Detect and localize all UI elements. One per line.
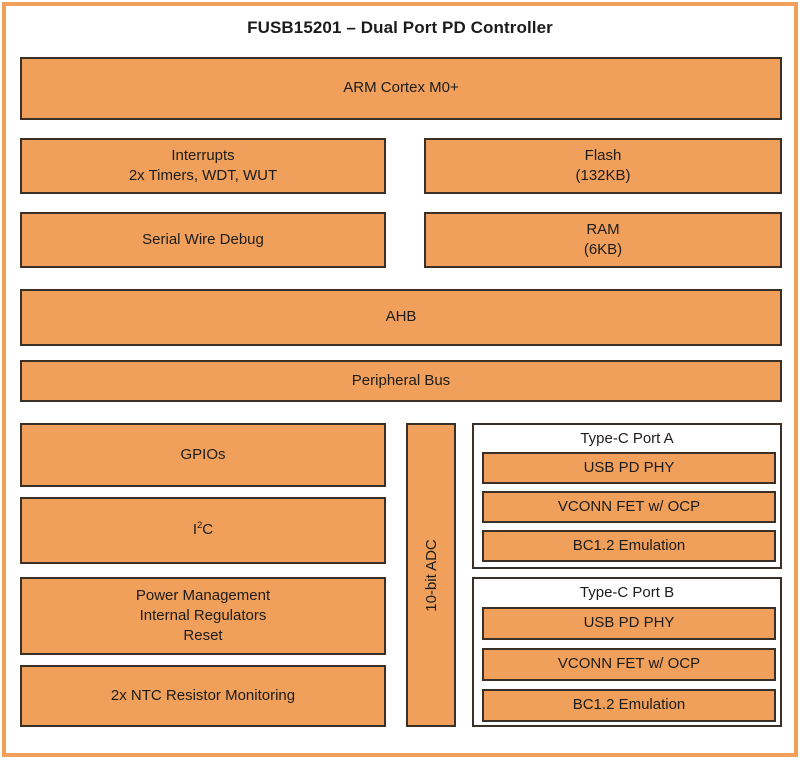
block-peripheral-bus: Peripheral Bus — [20, 360, 782, 402]
block-port-b-usb-pd-phy: USB PD PHY — [482, 607, 776, 640]
panel-type-c-port-b-title: Type-C Port B — [579, 584, 675, 601]
block-flash-line2: (132KB) — [575, 167, 631, 184]
block-port-b-bc12-emulation: BC1.2 Emulation — [482, 689, 776, 722]
block-ahb-bus: AHB — [20, 289, 782, 346]
block-arm-cortex-m0-label: ARM Cortex M0+ — [343, 79, 459, 97]
block-port-a-vconn-fet: VCONN FET w/ OCP — [482, 491, 776, 523]
block-power-management-line2: Internal Regulators — [139, 606, 267, 624]
block-power-management-line1: Power Management — [135, 586, 271, 604]
block-ram: RAM (6KB) — [424, 212, 782, 268]
block-ntc-resistor-monitoring: 2x NTC Resistor Monitoring — [20, 665, 386, 727]
block-serial-wire-debug: Serial Wire Debug — [20, 212, 386, 268]
block-ram-line1: RAM — [586, 220, 620, 238]
block-flash-line1: Flash — [584, 146, 622, 164]
block-ahb-bus-label: AHB — [385, 308, 417, 326]
panel-type-c-port-b: Type-C Port B USB PD PHY VCONN FET w/ OC… — [472, 577, 782, 727]
block-interrupts-line1: Interrupts — [171, 146, 235, 164]
block-ram-line2: (6KB) — [583, 241, 623, 258]
block-port-a-bc12-emulation-label: BC1.2 Emulation — [572, 536, 686, 554]
panel-type-c-port-a: Type-C Port A USB PD PHY VCONN FET w/ OC… — [472, 423, 782, 569]
block-flash: Flash (132KB) — [424, 138, 782, 194]
block-adc: 10-bit ADC — [406, 423, 456, 727]
block-arm-cortex-m0: ARM Cortex M0+ — [20, 57, 782, 120]
block-port-b-bc12-emulation-label: BC1.2 Emulation — [572, 696, 686, 714]
block-gpios: GPIOs — [20, 423, 386, 487]
panel-type-c-port-a-title: Type-C Port A — [580, 430, 674, 447]
block-gpios-label: GPIOs — [180, 445, 226, 463]
block-peripheral-bus-label: Peripheral Bus — [351, 371, 451, 389]
block-port-a-bc12-emulation: BC1.2 Emulation — [482, 530, 776, 562]
block-serial-wire-debug-label: Serial Wire Debug — [142, 230, 264, 248]
block-i2c: I2C — [20, 497, 386, 564]
block-port-a-usb-pd-phy-label: USB PD PHY — [583, 458, 675, 476]
block-port-b-usb-pd-phy-label: USB PD PHY — [583, 614, 675, 632]
block-power-management-line3: Reset — [183, 627, 223, 645]
block-ntc-resistor-monitoring-label: 2x NTC Resistor Monitoring — [110, 686, 296, 704]
block-port-a-vconn-fet-label: VCONN FET w/ OCP — [557, 497, 701, 515]
block-adc-label: 10-bit ADC — [422, 538, 440, 612]
block-interrupts: Interrupts 2x Timers, WDT, WUT — [20, 138, 386, 194]
diagram-title: FUSB15201 – Dual Port PD Controller — [247, 18, 553, 37]
block-port-b-vconn-fet-label: VCONN FET w/ OCP — [557, 655, 701, 673]
block-port-a-usb-pd-phy: USB PD PHY — [482, 452, 776, 484]
block-interrupts-line2: 2x Timers, WDT, WUT — [128, 167, 278, 184]
block-power-management: Power Management Internal Regulators Res… — [20, 577, 386, 655]
block-port-b-vconn-fet: VCONN FET w/ OCP — [482, 648, 776, 681]
block-i2c-label: I2C — [192, 520, 214, 539]
